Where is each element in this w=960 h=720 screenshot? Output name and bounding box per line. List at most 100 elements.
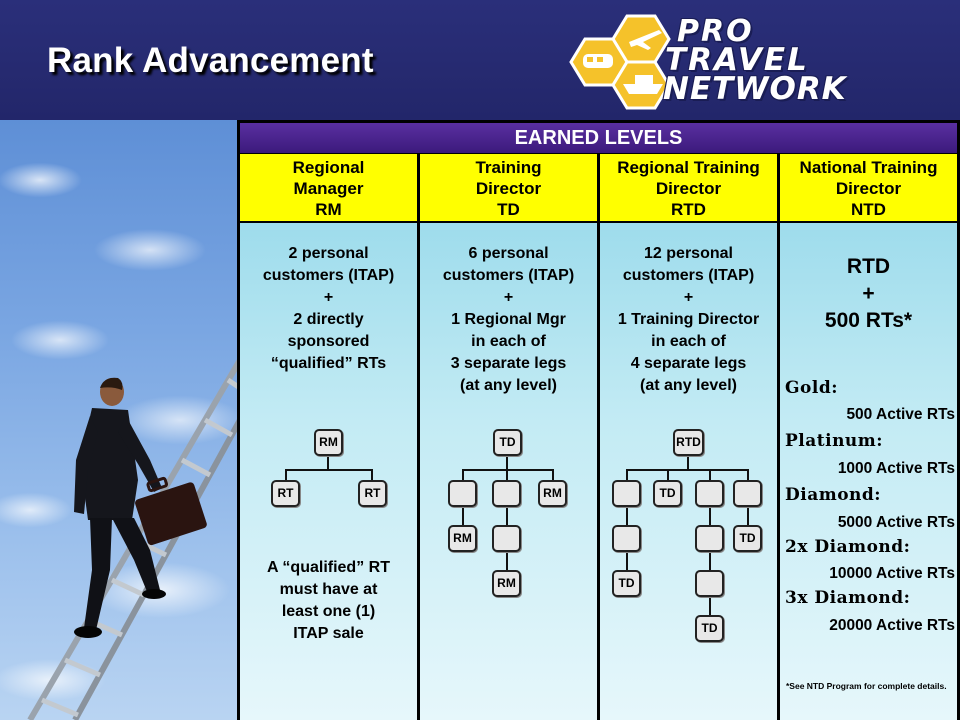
rtd-tree-td-node: TD: [653, 480, 682, 507]
rm-req-line: sponsored: [287, 333, 370, 350]
header-rm-line1: Regional: [292, 158, 365, 177]
ntd-req-line: RTD: [846, 255, 891, 278]
rtd-tree-empty-node: [695, 570, 724, 597]
td-req-line: in each of: [471, 333, 546, 350]
tree-line: [506, 553, 508, 572]
ntd-req-line: +: [862, 282, 875, 305]
td-req-line: 1 Regional Mgr: [451, 311, 566, 328]
rm-req-line: 2 personal: [288, 245, 369, 262]
tree-line: [552, 469, 554, 482]
rm-req-line: customers (ITAP): [262, 267, 395, 284]
rm-tree-rt-node: RT: [358, 480, 387, 507]
header-ntd-line3: NTD: [851, 200, 886, 219]
header-rm: Regional Manager RM: [240, 154, 417, 221]
rtd-tree-empty-node: [612, 525, 641, 552]
rtd-tree-empty-node: [695, 480, 724, 507]
tree-line: [327, 455, 329, 470]
rm-note-line: A “qualified” RT: [267, 559, 390, 576]
ntd-requirements: RTD + 500 RTs*: [780, 253, 957, 334]
tree-line: [747, 469, 749, 482]
tree-line: [506, 455, 508, 470]
tier-2x-diamond-value: 10000 Active RTs: [829, 565, 955, 582]
header-td-line2: Director: [475, 179, 542, 198]
man-climbing-ladder-image: [27, 358, 240, 720]
rtd-req-line: 12 personal: [644, 245, 733, 262]
td-req-line: +: [503, 289, 514, 306]
tier-3x-diamond-name: 3x Diamond:: [785, 588, 911, 608]
tree-line: [687, 455, 689, 470]
header-rm-line2: Manager: [293, 179, 364, 198]
rm-requirements: 2 personal customers (ITAP) + 2 directly…: [240, 243, 417, 375]
rtd-req-line: (at any level): [640, 377, 737, 394]
tier-diamond-value: 5000 Active RTs: [837, 514, 955, 531]
tree-line: [709, 598, 711, 617]
header-rm-line3: RM: [315, 200, 342, 219]
rm-req-line: 2 directly: [293, 311, 364, 328]
tree-line: [709, 553, 711, 572]
tree-line: [626, 469, 747, 471]
rtd-req-line: 1 Training Director: [617, 311, 760, 328]
tree-line: [626, 469, 628, 482]
sky-photo: [0, 120, 240, 720]
td-tree-empty-node: [492, 480, 521, 507]
tier-gold-name: Gold:: [785, 378, 838, 398]
tree-line: [747, 508, 749, 527]
rm-note: A “qualified” RT must have at least one …: [240, 557, 417, 645]
header-band: Rank Advancement PRO TRAVEL NETWORK: [0, 0, 960, 120]
rtd-req-line: in each of: [651, 333, 726, 350]
column-rtd: 12 personal customers (ITAP) + 1 Trainin…: [600, 223, 777, 720]
tier-platinum-value: 1000 Active RTs: [837, 460, 955, 477]
tree-line: [709, 469, 711, 482]
rm-note-line: ITAP sale: [293, 625, 364, 642]
column-td: 6 personal customers (ITAP) + 1 Regional…: [420, 223, 597, 720]
header-rtd-line2: Director: [655, 179, 722, 198]
tree-line: [709, 508, 711, 527]
logo-hexagons-icon: [569, 14, 671, 110]
header-td: Training Director TD: [420, 154, 597, 221]
header-rtd-line3: RTD: [671, 200, 706, 219]
column-ntd: RTD + 500 RTs* Gold: 500 Active RTs Plat…: [780, 223, 957, 720]
td-tree-root-node: TD: [493, 429, 522, 456]
tree-line: [462, 508, 464, 527]
tier-3x-diamond-value: 20000 Active RTs: [829, 617, 955, 634]
tier-gold-value: 500 Active RTs: [846, 406, 955, 423]
tree-line: [462, 469, 464, 482]
column-rm: 2 personal customers (ITAP) + 2 directly…: [240, 223, 417, 720]
rtd-tree-empty-node: [695, 525, 724, 552]
td-tree-rm-node: RM: [492, 570, 521, 597]
td-req-line: (at any level): [460, 377, 557, 394]
header-ntd-line2: Director: [835, 179, 902, 198]
rtd-req-line: +: [683, 289, 694, 306]
rm-note-line: least one (1): [281, 603, 376, 620]
header-ntd: National Training Director NTD: [780, 154, 957, 221]
td-tree-rm-node: RM: [538, 480, 567, 507]
tree-line: [626, 508, 628, 527]
rtd-tree-empty-node: [733, 480, 762, 507]
rm-tree-root-node: RM: [314, 429, 343, 456]
tree-line: [506, 469, 508, 482]
pro-travel-network-logo: PRO TRAVEL NETWORK: [565, 12, 945, 110]
rtd-tree-td-node: TD: [733, 525, 762, 552]
slide-title: Rank Advancement: [47, 41, 374, 80]
td-tree-empty-node: [448, 480, 477, 507]
earned-levels-banner: EARNED LEVELS: [240, 123, 957, 153]
rtd-req-line: 4 separate legs: [630, 355, 747, 372]
logo-travel-text: TRAVEL: [665, 42, 809, 78]
header-rtd: Regional Training Director RTD: [600, 154, 777, 221]
td-req-line: 3 separate legs: [450, 355, 567, 372]
tree-line: [285, 469, 287, 482]
td-req-line: 6 personal: [468, 245, 549, 262]
tree-line: [371, 469, 373, 482]
rm-tree-rt-node: RT: [271, 480, 300, 507]
rtd-req-line: customers (ITAP): [622, 267, 755, 284]
rtd-tree-root-node: RTD: [673, 429, 704, 456]
tree-line: [506, 508, 508, 527]
td-requirements: 6 personal customers (ITAP) + 1 Regional…: [420, 243, 597, 397]
ntd-footnote: *See NTD Program for complete details.: [786, 681, 947, 691]
rm-req-line: “qualified” RTs: [270, 355, 387, 372]
header-td-line3: TD: [497, 200, 520, 219]
header-ntd-line1: National Training: [799, 158, 938, 177]
tree-line: [285, 469, 372, 471]
td-req-line: customers (ITAP): [442, 267, 575, 284]
tree-line: [667, 469, 669, 482]
